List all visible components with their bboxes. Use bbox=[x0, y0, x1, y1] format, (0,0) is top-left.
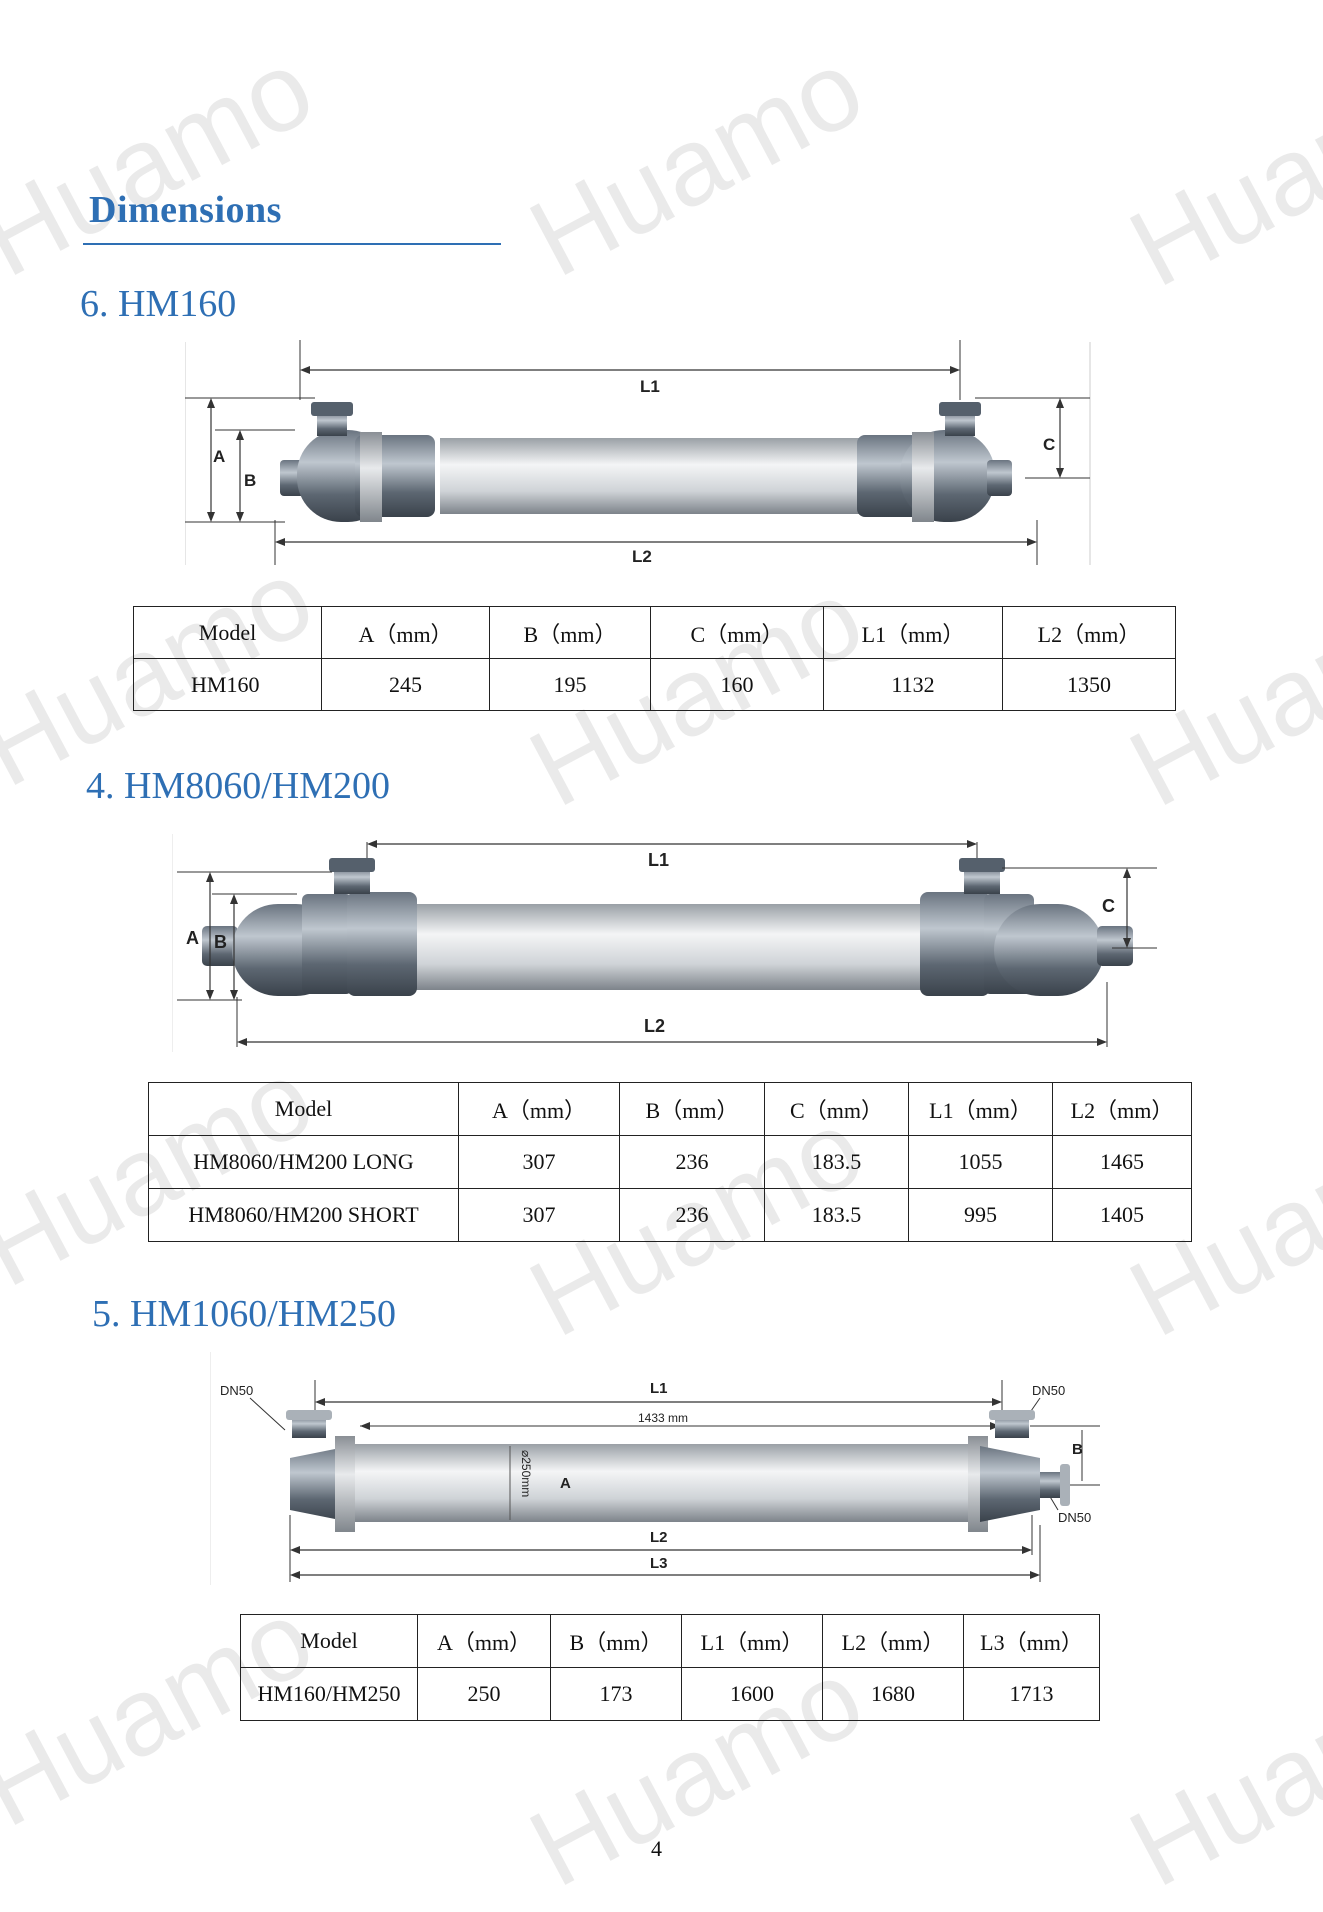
watermark: Huamo bbox=[0, 25, 332, 301]
table-cell: 1680 bbox=[822, 1667, 964, 1721]
dim-label-a: A bbox=[213, 447, 225, 466]
table-header-cell: L1（mm） bbox=[908, 1082, 1053, 1136]
l1-value-label: 1433 mm bbox=[638, 1411, 688, 1425]
table-cell: 1132 bbox=[823, 658, 1003, 711]
table-cell: 195 bbox=[489, 658, 651, 711]
table-cell: 1713 bbox=[963, 1667, 1100, 1721]
table-cell: 245 bbox=[321, 658, 490, 711]
page-heading: Dimensions bbox=[89, 189, 282, 231]
dim-label-l2: L2 bbox=[632, 547, 652, 566]
table-header-cell: Model bbox=[133, 606, 322, 659]
dim-label-c: C bbox=[1102, 896, 1115, 916]
table-row: HM8060/HM200 SHORT 307 236 183.5 995 140… bbox=[148, 1188, 1192, 1242]
watermark: Huamo bbox=[510, 25, 882, 301]
dim-label-l2: L2 bbox=[644, 1016, 665, 1036]
dim-label-b: B bbox=[1072, 1441, 1083, 1458]
table-header-cell: Model bbox=[240, 1614, 418, 1668]
table-cell: 995 bbox=[908, 1188, 1053, 1242]
hm160-spec-table: Model A（mm） B（mm） C（mm） L1（mm） L2（mm） HM… bbox=[133, 606, 1176, 711]
table-cell: 183.5 bbox=[764, 1188, 909, 1242]
table-cell: HM8060/HM200 LONG bbox=[148, 1135, 459, 1189]
hm8060-dimension-drawing: L1 A B C L2 bbox=[172, 834, 1157, 1052]
hm8060-spec-table: Model A（mm） B（mm） C（mm） L1（mm） L2（mm） HM… bbox=[148, 1082, 1192, 1242]
table-row: HM160/HM250 250 173 1600 1680 1713 bbox=[240, 1667, 1100, 1721]
table-cell: HM8060/HM200 SHORT bbox=[148, 1188, 459, 1242]
dim-label-l3: L3 bbox=[650, 1555, 668, 1572]
table-header-cell: L1（mm） bbox=[823, 606, 1003, 659]
watermark: Huamo bbox=[1110, 1635, 1323, 1911]
hm160-dimension-drawing: L1 A B C L2 bbox=[185, 340, 1091, 566]
table-header-cell: L2（mm） bbox=[822, 1614, 964, 1668]
table-header-cell: C（mm） bbox=[650, 606, 824, 659]
table-cell: 1055 bbox=[908, 1135, 1053, 1189]
dim-label-b: B bbox=[244, 471, 256, 490]
dim-label-a: A bbox=[560, 1475, 571, 1492]
section-title-hm8060: 4. HM8060/HM200 bbox=[86, 765, 391, 807]
diameter-label: ⌀250mm bbox=[519, 1450, 533, 1497]
section-title-hm160: 6. HM160 bbox=[80, 283, 237, 325]
table-cell: 1465 bbox=[1052, 1135, 1192, 1189]
table-cell: 183.5 bbox=[764, 1135, 909, 1189]
table-header-cell: A（mm） bbox=[458, 1082, 620, 1136]
table-cell: HM160 bbox=[133, 658, 322, 711]
dn50-right-top-label: DN50 bbox=[1032, 1383, 1065, 1398]
table-cell: HM160/HM250 bbox=[240, 1667, 418, 1721]
hm1060-spec-table: Model A（mm） B（mm） L1（mm） L2（mm） L3（mm） H… bbox=[240, 1614, 1100, 1721]
watermark: Huamo bbox=[1110, 35, 1323, 311]
table-header-cell: L3（mm） bbox=[963, 1614, 1100, 1668]
table-cell: 1405 bbox=[1052, 1188, 1192, 1242]
table-cell: 1350 bbox=[1002, 658, 1176, 711]
dim-label-l1: L1 bbox=[648, 850, 669, 870]
table-cell: 160 bbox=[650, 658, 824, 711]
table-header-row: Model A（mm） B（mm） C（mm） L1（mm） L2（mm） bbox=[148, 1082, 1192, 1136]
table-header-cell: A（mm） bbox=[417, 1614, 551, 1668]
table-header-row: Model A（mm） B（mm） L1（mm） L2（mm） L3（mm） bbox=[240, 1614, 1100, 1668]
table-header-cell: B（mm） bbox=[550, 1614, 682, 1668]
dim-label-a: A bbox=[186, 928, 199, 948]
section-title-hm1060: 5. HM1060/HM250 bbox=[92, 1293, 397, 1335]
heading-underline bbox=[83, 243, 501, 245]
table-cell: 250 bbox=[417, 1667, 551, 1721]
table-header-cell: Model bbox=[148, 1082, 459, 1136]
dim-label-l1: L1 bbox=[640, 377, 660, 396]
dim-label-c: C bbox=[1043, 435, 1055, 454]
table-header-cell: B（mm） bbox=[619, 1082, 765, 1136]
table-header-cell: L1（mm） bbox=[681, 1614, 823, 1668]
dn50-right-bottom-label: DN50 bbox=[1058, 1510, 1091, 1525]
dim-label-l1: L1 bbox=[650, 1380, 668, 1397]
dim-label-l2: L2 bbox=[650, 1529, 668, 1546]
table-cell: 236 bbox=[619, 1188, 765, 1242]
table-header-cell: B（mm） bbox=[489, 606, 651, 659]
hm1060-dimension-drawing: DN50 DN50 DN50 L1 1433 mm ⌀250mm A B L2 … bbox=[210, 1352, 1100, 1585]
table-cell: 236 bbox=[619, 1135, 765, 1189]
table-header-cell: L2（mm） bbox=[1052, 1082, 1192, 1136]
table-header-cell: A（mm） bbox=[321, 606, 490, 659]
table-cell: 173 bbox=[550, 1667, 682, 1721]
table-header-cell: L2（mm） bbox=[1002, 606, 1176, 659]
dn50-left-label: DN50 bbox=[220, 1383, 253, 1398]
table-header-cell: C（mm） bbox=[764, 1082, 909, 1136]
table-row: HM8060/HM200 LONG 307 236 183.5 1055 146… bbox=[148, 1135, 1192, 1189]
table-cell: 307 bbox=[458, 1135, 620, 1189]
dim-label-b: B bbox=[214, 932, 227, 952]
table-header-row: Model A（mm） B（mm） C（mm） L1（mm） L2（mm） bbox=[133, 606, 1176, 659]
table-cell: 1600 bbox=[681, 1667, 823, 1721]
table-row: HM160 245 195 160 1132 1350 bbox=[133, 658, 1176, 711]
table-cell: 307 bbox=[458, 1188, 620, 1242]
page-number: 4 bbox=[651, 1836, 662, 1861]
